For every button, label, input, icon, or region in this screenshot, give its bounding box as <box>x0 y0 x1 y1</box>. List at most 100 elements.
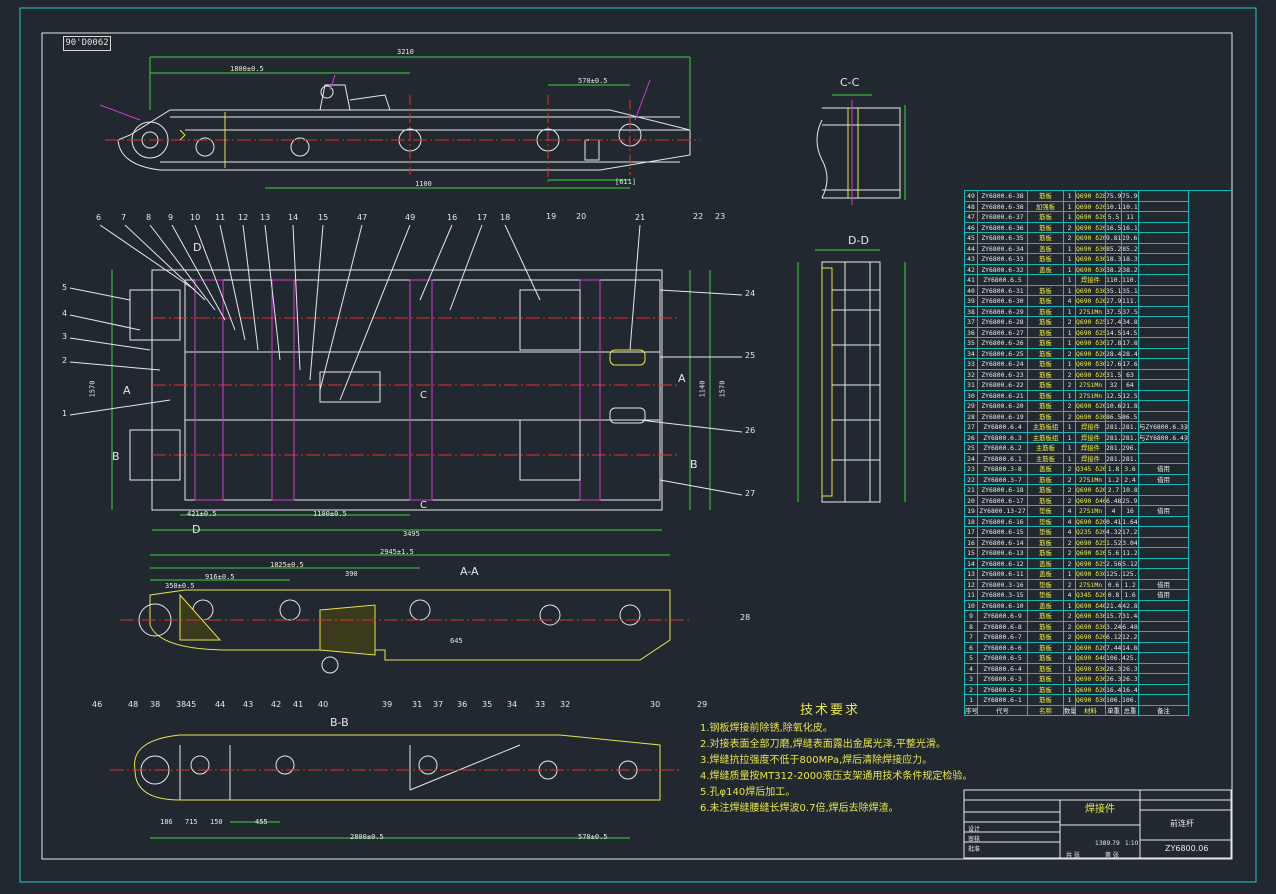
bom-cell: ZY6800.6-33 <box>978 254 1028 265</box>
bom-cell: 2 <box>1064 485 1076 496</box>
bom-cell: Q690 δ30 <box>1076 338 1106 349</box>
bom-cell: 10 <box>964 600 978 611</box>
bom-cell: 18 <box>964 516 978 527</box>
bom-cell <box>1139 275 1189 286</box>
bom-cell: ZY6800.6-30 <box>978 296 1028 307</box>
bom-cell: 1 <box>1064 338 1076 349</box>
bom-cell <box>1139 296 1189 307</box>
bom-cell: 4.32 <box>1106 527 1122 538</box>
bom-cell: 1.64 <box>1122 516 1139 527</box>
bom-cell: 7 <box>964 632 978 643</box>
bom-cell: Q690 δ30 <box>1076 611 1106 622</box>
bom-cell: ZY6800.6-16 <box>978 516 1028 527</box>
bom-cell: 2 <box>1064 401 1076 412</box>
bom-cell: 15.72 <box>1106 611 1122 622</box>
bom-cell: 1 <box>1064 422 1076 433</box>
bom-cell: 27SiMn <box>1076 306 1106 317</box>
bom-cell: Q690 δ25 <box>1076 317 1106 328</box>
bom-cell: 垫板 <box>1028 579 1064 590</box>
bom-cell: 筋板 <box>1028 317 1064 328</box>
bom-cell: Q690 δ30 <box>1076 411 1106 422</box>
bom-cell: 31.44 <box>1122 611 1139 622</box>
bom-cell: 筋板 <box>1028 485 1064 496</box>
bom-cell: 281.1 <box>1106 453 1122 464</box>
bom-cell: 37 <box>964 317 978 328</box>
bom-cell: 1 <box>1064 275 1076 286</box>
bom-cell <box>1139 212 1189 223</box>
bom-cell: 1 <box>1064 443 1076 454</box>
drawing-stamp: 90'D0062 <box>63 36 111 51</box>
bom-cell: 111.6 <box>1122 296 1139 307</box>
dim-715: 715 <box>185 818 198 826</box>
bom-cell: 63 <box>1122 369 1139 380</box>
bom-cell: 425.8 <box>1122 653 1139 664</box>
bom-cell: 1 <box>1064 569 1076 580</box>
bom-cell: 筋板 <box>1028 537 1064 548</box>
bom-cell: Q690 δ30 <box>1076 243 1106 254</box>
bom-cell: 1 <box>1064 254 1076 265</box>
bom-cell: 23 <box>964 464 978 475</box>
bom-cell <box>1139 548 1189 559</box>
bom-cell: 9.81 <box>1106 233 1122 244</box>
bom-cell: ZY6800.6-21 <box>978 390 1028 401</box>
bom-cell: 14.57 <box>1106 327 1122 338</box>
bom-cell: 垫板 <box>1028 527 1064 538</box>
dim-421: 421±0.5 <box>187 510 217 518</box>
bom-cell: 43 <box>964 254 978 265</box>
bom-cell: 45 <box>964 233 978 244</box>
bom-cell: 35.1 <box>1122 285 1139 296</box>
bom-cell: 1 <box>1064 201 1076 212</box>
bom-cell: 40 <box>964 285 978 296</box>
bom-cell <box>1139 317 1189 328</box>
bom-cell <box>1139 653 1189 664</box>
bom-cell <box>1139 380 1189 391</box>
title-block-weight: 1389.79 <box>1095 840 1120 847</box>
bom-cell: 26.3 <box>1106 674 1122 685</box>
bom-cell: 27SiMn <box>1076 474 1106 485</box>
bom-cell: 17.6 <box>1122 359 1139 370</box>
bom-cell: 筋板 <box>1028 674 1064 685</box>
bom-cell: 10.8 <box>1122 485 1139 496</box>
tech-line-1: 1.钢板焊接前除锈,除氧化皮。 <box>700 723 833 734</box>
section-label-bb: B-B <box>330 716 349 729</box>
view-marker-b-left: B <box>112 450 120 463</box>
bom-cell: ZY6800.6-22 <box>978 380 1028 391</box>
title-block-name: 焊接件 <box>1085 804 1115 815</box>
callout-22: 22 <box>693 212 704 221</box>
bom-cell: 筋板 <box>1028 632 1064 643</box>
bom-cell: Q345 δ20 <box>1076 590 1106 601</box>
bom-cell: 85.2 <box>1122 243 1139 254</box>
bom-cell: 筋板 <box>1028 233 1064 244</box>
bom-cell: 3.6 <box>1122 464 1139 475</box>
bom-header-cell: 序号 <box>964 705 978 716</box>
bom-cell: Q690 δ30 <box>1076 674 1106 685</box>
dim-1100b: 1100±0.5 <box>313 510 347 518</box>
dim-645: 645 <box>450 637 463 645</box>
bom-cell: Q690 δ20 <box>1076 642 1106 653</box>
bom-cell: 1 <box>1064 674 1076 685</box>
bom-cell: Q690 δ40 <box>1076 653 1106 664</box>
bom-cell: ZY6800.6-38 <box>978 191 1028 202</box>
callout-25: 25 <box>745 351 756 360</box>
bom-cell: 14.88 <box>1122 642 1139 653</box>
bom-cell: 0.41 <box>1106 516 1122 527</box>
dim-455: 455 <box>255 818 268 826</box>
bom-cell: 筋板 <box>1028 611 1064 622</box>
bom-top-border <box>964 190 1231 191</box>
dim-916: 916±0.5 <box>205 573 235 581</box>
bom-cell: ZY6800.13-27 <box>978 506 1028 517</box>
bom-cell <box>1139 327 1189 338</box>
bom-cell: 主筋板组 <box>1028 422 1064 433</box>
bom-cell: Q690 δ20 <box>1076 296 1106 307</box>
bom-cell: ZY6800.6-32 <box>978 264 1028 275</box>
bom-cell: ZY6800.6.1 <box>978 453 1028 464</box>
bom-cell: 2.4 <box>1122 474 1139 485</box>
callout-21: 21 <box>635 213 646 222</box>
